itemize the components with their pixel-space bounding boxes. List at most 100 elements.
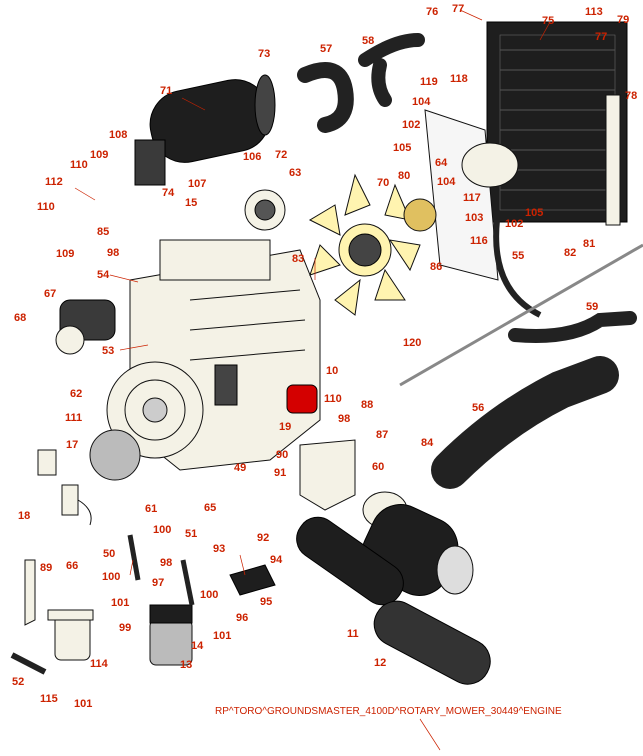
callout-label: 76 [426,6,438,18]
water-pump-part [461,142,519,188]
diagram-caption: RP^TORO^GROUNDSMASTER_4100D^ROTARY_MOWER… [215,706,562,717]
callout-label: 118 [450,73,468,85]
callout-label: 101 [74,698,92,710]
callout-label: 110 [37,201,55,213]
callout-label: 73 [258,48,270,60]
callout-label: 114 [90,658,109,670]
callout-label: 56 [472,402,484,414]
callout-label: 92 [257,532,269,544]
hose-58-part [358,33,425,107]
outer-filter-part [373,600,491,685]
fuel-filter-part [149,604,193,666]
callout-label: 106 [243,151,261,163]
callout-label: 103 [465,212,483,224]
callout-label: 99 [119,622,131,634]
callout-label: 101 [111,597,129,609]
engine-mount-part [229,564,276,596]
callout-label: 77 [595,31,607,43]
callout-label: 64 [435,157,448,169]
hose-59-part [508,311,637,343]
callout-label: 110 [324,393,342,405]
callout-label: 17 [66,439,78,451]
callout-label: 100 [200,589,218,601]
alternator-part [244,189,286,231]
callout-label: 65 [204,502,216,514]
callout-label: 88 [361,399,373,411]
callout-label: 105 [393,142,411,154]
callout-label: 60 [372,461,384,473]
callout-label: 91 [274,467,286,479]
callout-label: 75 [542,15,554,27]
callout-label: 111 [65,412,82,424]
callout-label: 68 [14,312,26,324]
callout-label: 70 [377,177,389,189]
fan-spacer-part [403,198,437,232]
caption-leader [419,718,441,751]
callout-label: 113 [585,6,603,18]
callout-label: 15 [185,197,197,209]
callout-label: 98 [107,247,119,259]
callout-label: 112 [45,176,63,188]
inner-filter-part [296,516,404,606]
water-separator-part [47,609,94,661]
sensor-17-part [37,449,57,476]
callout-label: 101 [213,630,231,642]
callout-label: 78 [625,90,637,102]
callout-label: 107 [188,178,206,190]
callout-label: 58 [362,35,374,47]
callout-label: 83 [292,253,304,265]
coupler-plate-part [89,429,141,481]
callout-label: 59 [586,301,598,313]
callout-label: 98 [160,557,172,569]
hose-57-part [297,62,354,133]
callout-label: 11 [347,628,359,640]
callout-label: 55 [512,250,524,262]
filter-bracket-part [24,559,36,626]
callout-label: 93 [213,543,225,555]
callout-label: 13 [180,659,192,671]
muffler-part [134,74,276,186]
callout-label: 77 [452,3,464,15]
callout-label: 96 [236,612,248,624]
callout-label: 84 [421,437,434,449]
callout-label: 90 [276,449,288,461]
callout-label: 14 [191,640,204,652]
callout-label: 87 [376,429,388,441]
callout-label: 49 [234,462,246,474]
callout-label: 51 [185,528,197,540]
hose-51-part [180,559,195,606]
radiator-part [486,21,628,226]
callout-label: 100 [102,571,120,583]
oil-filter-part [286,384,318,414]
callout-label: 97 [152,577,164,589]
callout-label: 53 [102,345,114,357]
callout-label: 108 [109,129,127,141]
callout-label: 115 [40,693,58,705]
engine-block-part [106,239,321,471]
callout-label: 98 [338,413,350,425]
sensor-wire-part [77,499,92,526]
callout-label: 104 [412,96,431,108]
callout-label: 81 [583,238,595,250]
callout-label: 54 [97,269,110,281]
callout-label: 119 [420,76,438,88]
callout-label: 95 [260,596,272,608]
hose-52-part [10,652,47,675]
hose-50-part [127,534,141,581]
belt-guard-part [299,439,356,511]
callout-label: 10 [326,365,338,377]
cable-120-part [399,243,643,387]
air-intake-hose-part [431,356,619,489]
callout-label: 104 [437,176,456,188]
callout-label: 86 [430,261,442,273]
callout-label: 102 [505,218,523,230]
callout-label: 120 [403,337,421,349]
callout-label: 85 [97,226,109,238]
callout-label: 63 [289,167,301,179]
callout-label: 62 [70,388,82,400]
callout-label: 110 [70,159,88,171]
hose-55-part [493,219,542,318]
starter-motor-part [55,299,116,355]
callout-label: 74 [162,187,175,199]
